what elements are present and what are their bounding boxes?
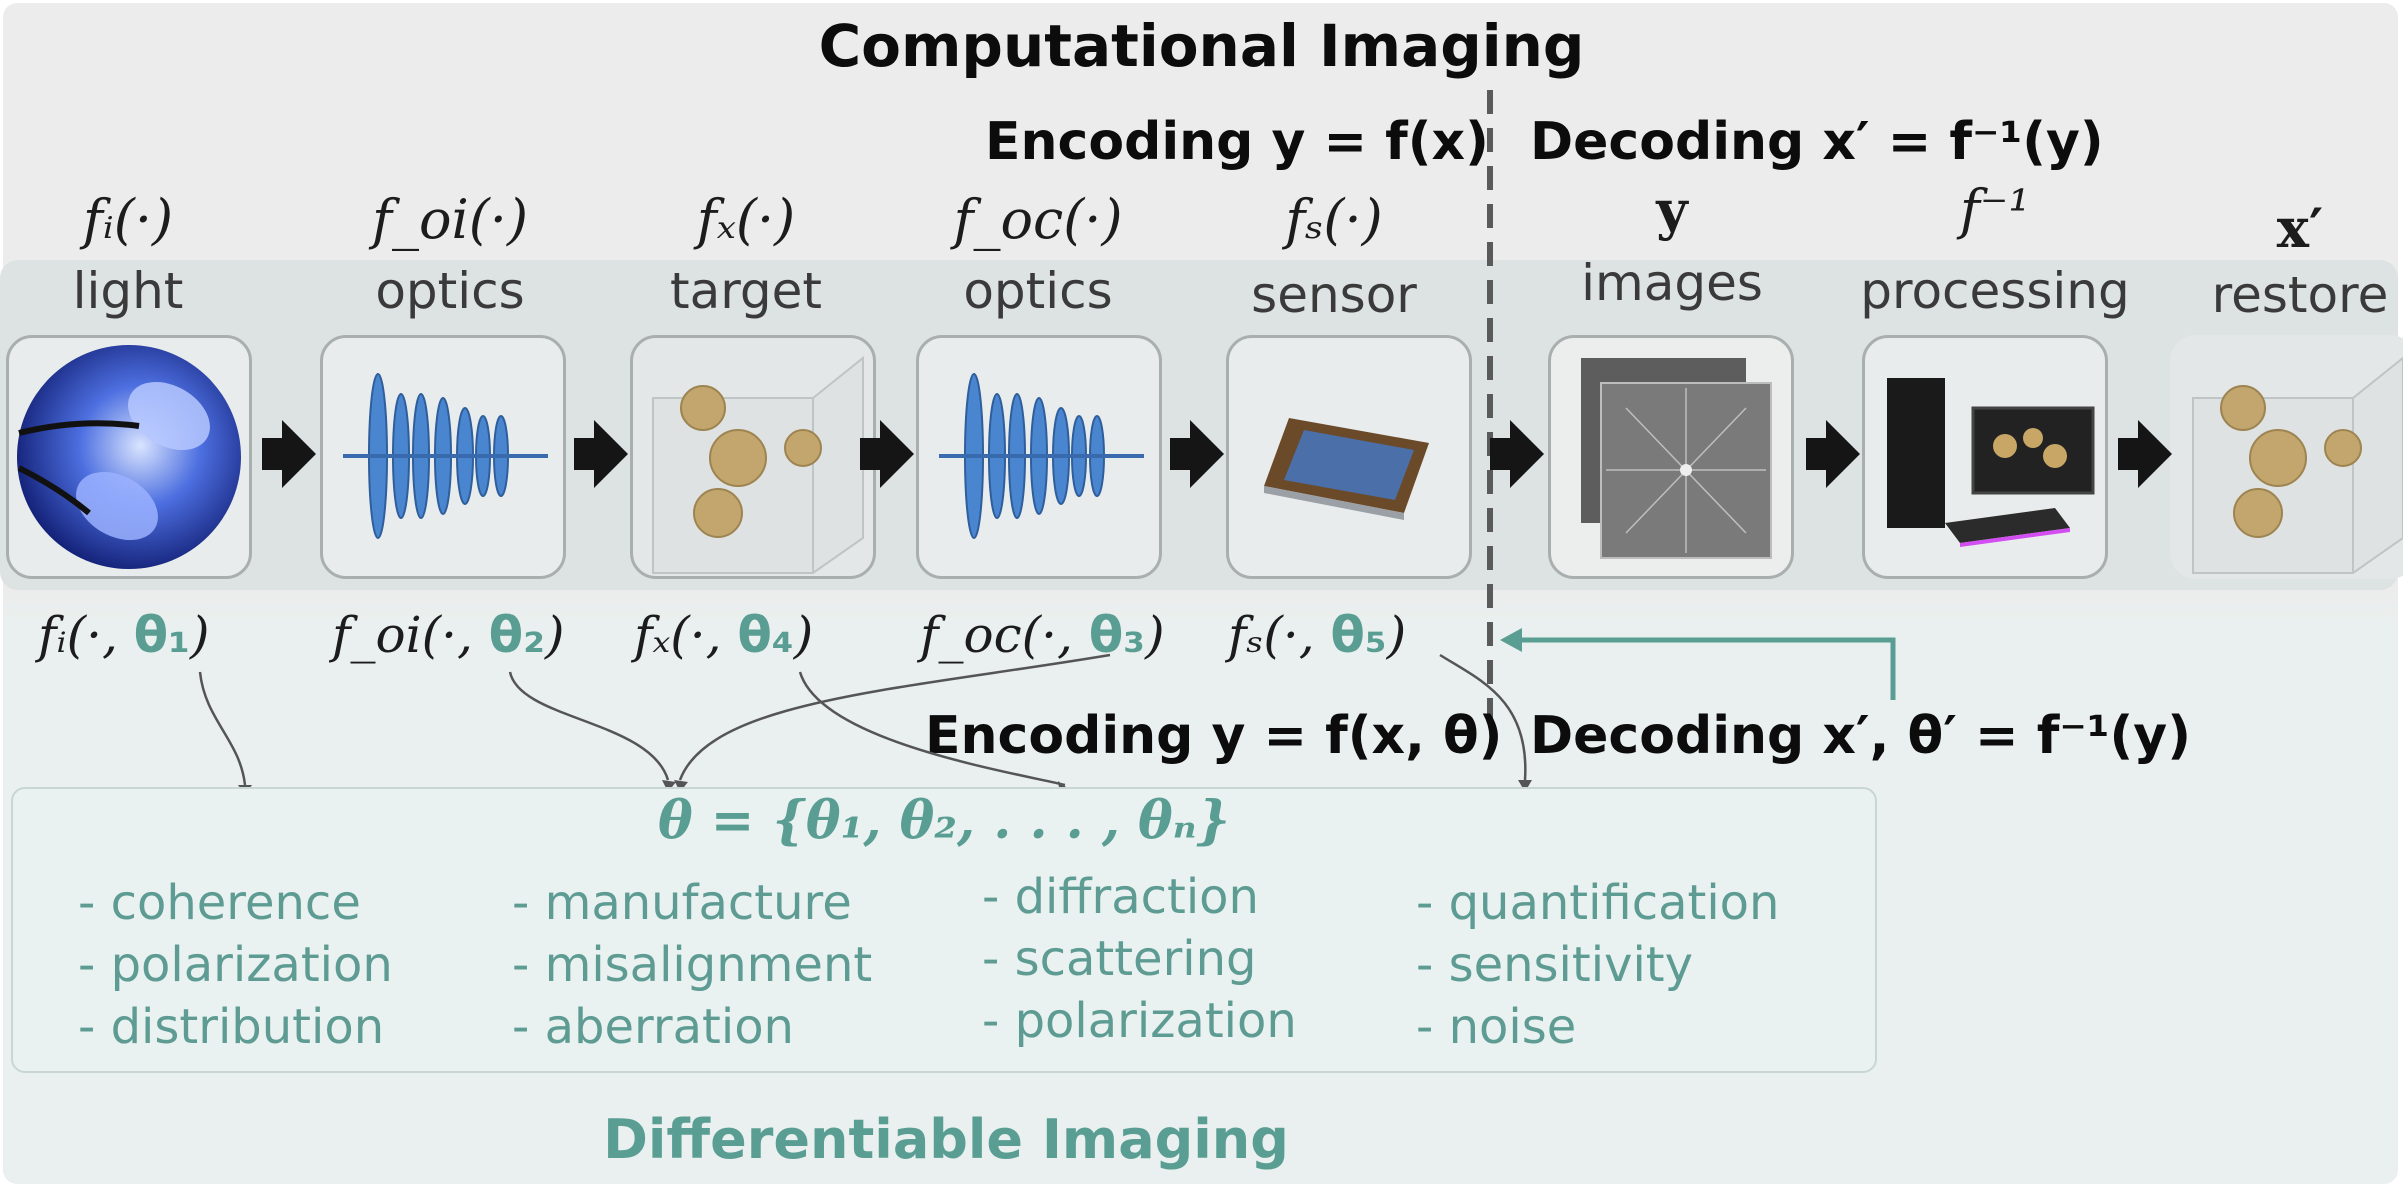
virus-cube-icon [2192,356,2403,574]
stage-label-images: images [1581,254,1763,312]
decoding-top-label: Decoding x′ = f⁻¹(y) [1530,112,2104,172]
image-sensor-icon [1264,418,1429,520]
arrow-icon [574,420,628,488]
param-list-optics: - manufacture - misalignment - aberratio… [512,872,872,1058]
list-item: - noise [1416,999,1577,1055]
arrow-icon [860,420,914,488]
arrow-icon [2118,420,2172,488]
parameter-set-box [11,787,1877,1073]
target-card [630,335,876,579]
list-item: - quantification [1416,875,1780,931]
list-item: - sensitivity [1416,937,1694,993]
list-item: - scattering [982,931,1257,987]
param-func-optics-out: f_oc(·, θ₃) [920,606,1165,664]
theta-set: θ = {θ₁, θ₂, . . . , θₙ} [658,790,1230,851]
param-list-sensor: - quantification - sensitivity - noise [1416,872,1779,1058]
list-item: - coherence [78,875,361,931]
decoding-mid-label: Decoding x′, θ′ = f⁻¹(y) [1530,706,2191,766]
func-label-optics-in: f_oi(·) [371,188,529,251]
stage-label-processing: processing [1860,262,2130,320]
list-item: - manufacture [512,875,852,931]
stage-label-light: light [72,262,184,320]
encoding-decoding-divider [1487,90,1493,730]
stage-label-restore: restore [2211,266,2389,324]
processing-card [1862,335,2108,579]
light-card [6,335,252,579]
arrow-icon [262,420,316,488]
optics-in-card [320,335,566,579]
func-label-light: fᵢ(·) [82,188,174,251]
encoding-mid-label: Encoding y = f(x, θ) [925,706,1503,766]
pipeline-arrows [262,420,2172,488]
func-label-optics-out: f_oc(·) [953,188,1123,251]
fourier-images-icon [1581,358,1772,559]
func-label-images: y [1656,178,1688,242]
func-label-target: fₓ(·) [696,188,796,251]
arrow-icon [1806,420,1860,488]
arrow-icon [1490,420,1544,488]
param-func-target: fₓ(·, θ₄) [634,606,814,664]
sensor-card [1226,335,1472,579]
computer-icon [1887,378,2095,547]
list-item: - polarization [982,993,1297,1049]
list-item: - aberration [512,999,794,1055]
param-func-optics-in: f_oi(·, θ₂) [332,606,565,664]
bottom-title: Differentiable Imaging [603,1108,1289,1171]
list-item: - diffraction [982,869,1259,925]
encoding-top-label: Encoding y = f(x) [985,112,1489,172]
func-label-sensor: fₛ(·) [1285,188,1383,251]
led-icon [17,345,241,569]
lens-stack-icon [939,373,1144,539]
restore-card [2170,335,2403,579]
func-label-restore: x′ [2276,196,2324,260]
stage-label-target: target [669,262,823,320]
stage-label-optics-out: optics [963,262,1113,320]
parameter-connectors [198,628,1896,795]
param-list-target: - diffraction - scattering - polarizatio… [982,866,1297,1052]
list-item: - distribution [78,999,385,1055]
param-func-light: fᵢ(·, θ₁) [38,606,210,664]
stage-label-optics-in: optics [375,262,525,320]
func-label-processing: f⁻¹ [1959,178,2031,241]
list-item: - misalignment [512,937,873,993]
optics-out-card [916,335,1162,579]
main-title: Computational Imaging [818,12,1585,80]
param-list-light: - coherence - polarization - distributio… [78,872,393,1058]
list-item: - polarization [78,937,393,993]
images-card [1548,335,1794,579]
param-func-sensor: fₛ(·, θ₅) [1228,606,1407,664]
stage-label-sensor: sensor [1251,266,1417,324]
arrow-icon [1170,420,1224,488]
lens-stack-icon [343,373,548,539]
virus-cube-icon [652,355,864,574]
